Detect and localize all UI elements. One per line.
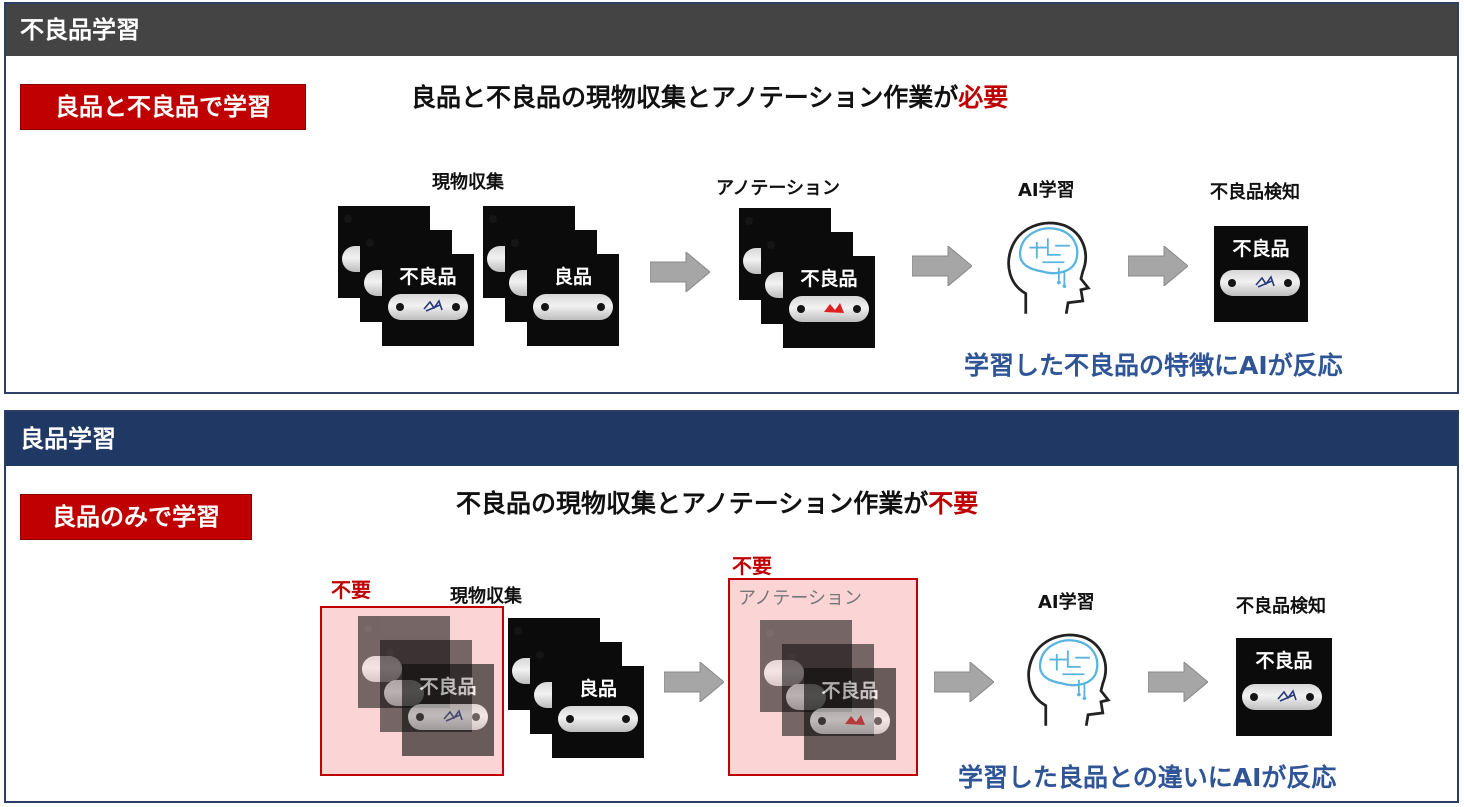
step-label-ai-train: AI学習 <box>1038 592 1095 613</box>
result-note: 学習した良品との違いにAIが反応 <box>958 763 1337 792</box>
brain-head-icon <box>1027 633 1111 726</box>
right-arrow-icon <box>912 246 972 286</box>
panel-header: 不良品学習 <box>6 4 1457 56</box>
headline-emphasis: 必要 <box>958 83 1009 112</box>
defect-mark-icon <box>1277 689 1297 702</box>
defect-mark-icon <box>1255 275 1275 288</box>
step-label-annotate: アノテーション <box>716 178 841 199</box>
card-label: 不良品 <box>821 680 879 702</box>
card-label: 不良品 <box>800 268 858 290</box>
headline-emphasis: 不要 <box>928 489 979 518</box>
step-label-collect: 現物収集 <box>450 586 522 607</box>
right-arrow-icon <box>934 662 994 702</box>
card-label: 良品 <box>578 678 617 700</box>
card-label: 不良品 <box>419 676 477 698</box>
defect-mark-icon <box>443 709 463 722</box>
detection-result-card: 不良品 <box>1236 638 1332 736</box>
defect-learning-panel: 不良品学習 良品と不良品で学習 良品と不良品の現物収集とアノテーション作業が必要… <box>4 2 1459 394</box>
defect-sample-card: 不良品 <box>382 254 474 346</box>
annotation-mark-icon <box>845 715 865 725</box>
unneeded-label: 不要 <box>732 554 772 578</box>
step-label-detect: 不良品検知 <box>1236 596 1326 617</box>
brain-head-icon <box>1007 221 1091 314</box>
defect-mark-icon <box>423 299 443 312</box>
right-arrow-icon <box>650 252 710 292</box>
card-label: 不良品 <box>1255 650 1313 672</box>
good-sample-card: 良品 <box>552 666 644 758</box>
headline: 不良品の現物収集とアノテーション作業が不要 <box>456 484 978 520</box>
right-arrow-icon <box>664 662 724 702</box>
good-sample-card: 良品 <box>527 254 619 346</box>
card-label: 不良品 <box>399 266 457 288</box>
detection-result-card: 不良品 <box>1214 226 1308 322</box>
headline-main: 不良品の現物収集とアノテーション作業が <box>456 489 929 518</box>
headline: 良品と不良品の現物収集とアノテーション作業が必要 <box>411 78 1008 114</box>
unneeded-label: 不要 <box>331 578 371 602</box>
step-label-collect: 現物収集 <box>432 172 504 193</box>
card-label: 不良品 <box>1232 238 1290 260</box>
right-arrow-icon <box>1148 662 1208 702</box>
result-note: 学習した不良品の特徴にAIが反応 <box>964 351 1343 380</box>
step-label-detect: 不良品検知 <box>1210 182 1300 203</box>
annotated-defect-card: 不良品 <box>804 668 896 760</box>
annotation-mark-icon <box>824 303 844 313</box>
defect-sample-card: 不良品 <box>402 664 494 756</box>
method-tag: 良品のみで学習 <box>20 494 252 540</box>
annotated-defect-card: 不良品 <box>783 256 875 348</box>
good-learning-panel: 良品学習 良品のみで学習 不良品の現物収集とアノテーション作業が不要 不要 現物… <box>4 410 1459 803</box>
right-arrow-icon <box>1128 246 1188 286</box>
panel-header: 良品学習 <box>6 412 1457 466</box>
headline-main: 良品と不良品の現物収集とアノテーション作業が <box>411 83 959 112</box>
step-label-annotate: アノテーション <box>738 588 863 609</box>
step-label-ai-train: AI学習 <box>1018 180 1075 201</box>
card-label: 良品 <box>553 266 592 288</box>
method-tag: 良品と不良品で学習 <box>20 84 306 130</box>
